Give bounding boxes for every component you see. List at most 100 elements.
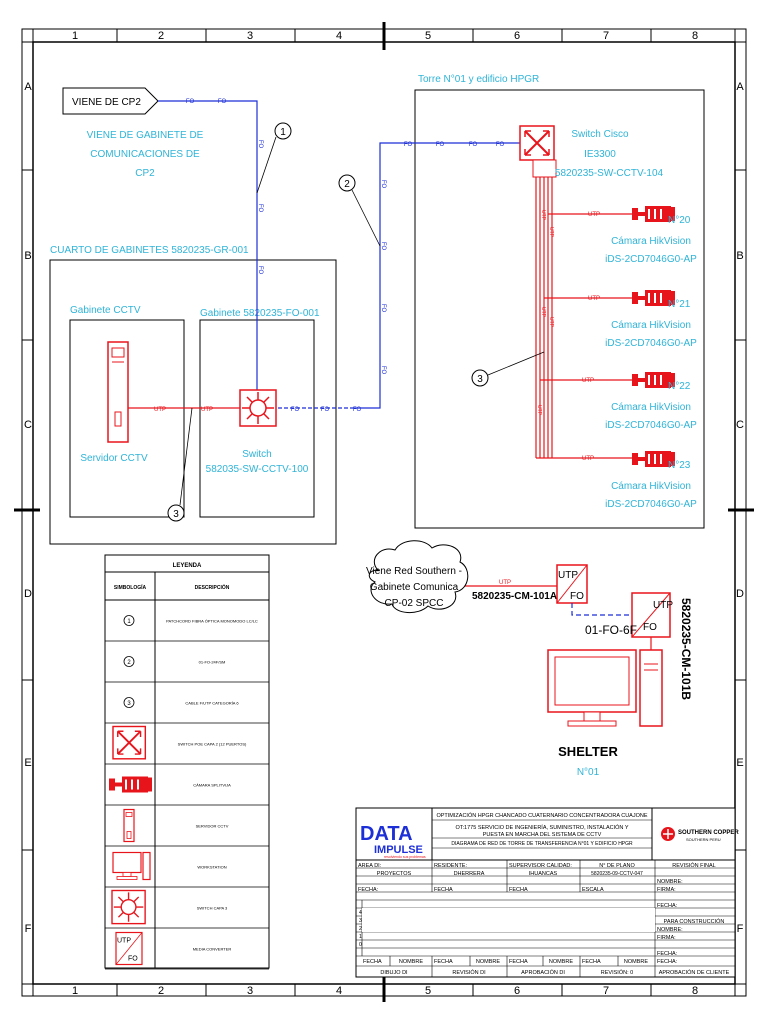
callout-3-symbol: 3	[123, 697, 135, 708]
border-col-4: 4	[336, 985, 342, 997]
legend-row: SERVIDOR CCTV	[105, 808, 269, 847]
fiber-6f-label: 01-FO-6F	[585, 623, 637, 637]
torre-label: Torre N°01 y edificio HPGR	[418, 74, 539, 85]
cm101b-label: 5820235-CM-101B	[679, 598, 693, 700]
border-row-C: C	[24, 419, 32, 431]
gabinete-cctv-box	[69, 319, 185, 518]
svg-text:REVISIÓN FINAL: REVISIÓN FINAL	[672, 862, 715, 869]
servidor-cctv-label: Servidor CCTV	[80, 453, 148, 464]
svg-text:FO: FO	[186, 99, 195, 105]
legend-description: SERVIDOR CCTV	[196, 824, 229, 829]
svg-text:UTP: UTP	[154, 407, 166, 413]
legend-description: WORKSTATION	[197, 865, 226, 870]
svg-text:IMPULSE: IMPULSE	[374, 844, 423, 856]
svg-text:REVISIÓN DI: REVISIÓN DI	[452, 969, 486, 976]
border-col-5: 5	[425, 30, 431, 42]
svg-text:FO: FO	[404, 142, 413, 148]
border-row-C: C	[736, 419, 744, 431]
data-impulse-logo: DATA IMPULSE resolviendo sus problemas	[360, 823, 426, 859]
svg-text:3: 3	[127, 701, 131, 707]
viene-red-cloud	[368, 540, 469, 613]
media-converter-1-icon: UTP FO	[556, 564, 588, 604]
svg-text:APROBACIÓN DE CLIENTE: APROBACIÓN DE CLIENTE	[659, 969, 730, 976]
svg-text:FECHA: FECHA	[434, 959, 453, 965]
utp-labels: UTP UTP UTP UTP UTP UTP UTP	[154, 212, 600, 586]
svg-text:UTP: UTP	[653, 600, 673, 611]
border-col-2: 2	[158, 30, 164, 42]
callout-1: 1	[256, 122, 292, 194]
cuarto-gabinetes-box	[49, 259, 337, 545]
svg-text:FECHA:: FECHA:	[358, 887, 379, 893]
legend-description: PATCHCORD FIBRA ÓPTICA MONOMODO LC/LC	[166, 619, 258, 624]
svg-text:APROBACIÓN DI: APROBACIÓN DI	[521, 969, 565, 976]
switch-l3-label: Switch 582035-SW-CCTV-100	[206, 449, 309, 475]
svg-text:Switch Cisco: Switch Cisco	[571, 129, 629, 140]
switch-cisco-icon	[519, 125, 555, 161]
camera-model: Cámara HikVision	[611, 320, 691, 331]
svg-text:3: 3	[173, 509, 179, 520]
border-col-3: 3	[247, 30, 253, 42]
svg-text:NOMBRE: NOMBRE	[549, 959, 573, 965]
legend-description: SWITCH POE CAPA 2 (12 PUERTOS)	[178, 742, 247, 747]
svg-text:SIMBOLOGÍA: SIMBOLOGÍA	[114, 583, 147, 591]
svg-text:1: 1	[127, 619, 131, 625]
svg-text:4: 4	[359, 910, 362, 916]
border-col-1: 1	[72, 30, 78, 42]
svg-text:UTP: UTP	[588, 296, 600, 302]
svg-text:PARA CONSTRUCCIÓN: PARA CONSTRUCCIÓN	[664, 918, 725, 925]
svg-text:FO: FO	[128, 956, 138, 963]
legend-row: WORKSTATION	[105, 851, 269, 888]
svg-text:UTP: UTP	[201, 407, 213, 413]
svg-text:FO: FO	[291, 407, 300, 413]
svg-text:CP2: CP2	[135, 168, 155, 179]
legend: LEYENDA SIMBOLOGÍA DESCRIPCIÓN PATCHCORD…	[104, 554, 270, 970]
svg-text:FECHA:: FECHA:	[657, 959, 678, 965]
svg-text:LEYENDA: LEYENDA	[173, 563, 202, 569]
svg-text:FO: FO	[436, 142, 445, 148]
svg-text:OT:1775 SERVICIO DE INGENIERÍA: OT:1775 SERVICIO DE INGENIERÍA, SUMINIST…	[456, 824, 629, 831]
svg-text:Gabinete Comunica: Gabinete Comunica	[370, 582, 459, 593]
camera-model-code: iDS-2CD7046G0-AP	[605, 338, 697, 349]
servidor-cctv-icon	[107, 341, 129, 443]
border-row-F: F	[737, 923, 744, 935]
border-col-5: 5	[425, 985, 431, 997]
legend-description: SWITCH CAPA 3	[197, 906, 228, 911]
switch-poe-icon	[112, 725, 147, 760]
camera-model: Cámara HikVision	[611, 236, 691, 247]
svg-text:FO: FO	[380, 180, 386, 189]
title-block-text: REVISIÓN FINAL AREA DI: RESIDENTE: SUPER…	[358, 862, 730, 976]
border-col-6: 6	[514, 30, 520, 42]
legend-row: SWITCH CAPA 3	[105, 889, 269, 929]
svg-text:FECHA: FECHA	[509, 887, 528, 893]
svg-text:FO: FO	[257, 140, 263, 149]
svg-text:REVISIÓN: 0: REVISIÓN: 0	[601, 969, 633, 976]
svg-text:Viene Red Southern -: Viene Red Southern -	[366, 566, 462, 577]
border-row-D: D	[736, 588, 744, 600]
svg-text:FECHA:: FECHA:	[657, 903, 678, 909]
svg-text:NOMBRE: NOMBRE	[399, 959, 423, 965]
svg-text:NOMBRE: NOMBRE	[624, 959, 648, 965]
viene-cp2-tag	[62, 87, 159, 115]
border-col-7: 7	[603, 985, 609, 997]
legend-row: CÁMARA SPLITVIJA	[105, 776, 269, 806]
legend-description: CÁMARA SPLITVIJA	[193, 783, 231, 788]
svg-text:FECHA: FECHA	[582, 959, 601, 965]
camera-model: Cámara HikVision	[611, 481, 691, 492]
border-col-8: 8	[692, 30, 698, 42]
svg-text:UTP: UTP	[548, 227, 554, 238]
camera-model-code: iDS-2CD7046G0-AP	[605, 254, 697, 265]
camera-number: N°21	[668, 299, 691, 310]
utp-links	[128, 177, 632, 587]
svg-text:2: 2	[344, 179, 350, 190]
svg-text:1: 1	[359, 934, 362, 940]
svg-text:CP-02 SPCC: CP-02 SPCC	[385, 598, 444, 609]
camera-number: N°22	[668, 381, 691, 392]
svg-text:FECHA: FECHA	[434, 887, 453, 893]
svg-text:FO: FO	[496, 142, 505, 148]
switch-cisco-ports	[532, 159, 557, 178]
